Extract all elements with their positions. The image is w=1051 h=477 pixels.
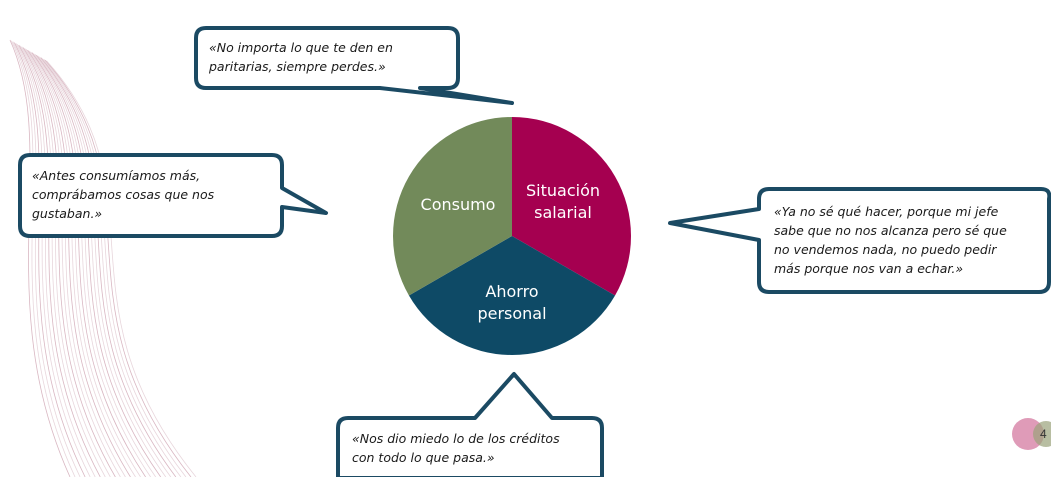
wave-line	[37, 55, 167, 477]
callout-left-text: «Antes consumíamos más, comprábamos cosa…	[32, 166, 214, 223]
wave-line	[17, 44, 96, 477]
wave-line	[40, 57, 177, 477]
wave-line	[22, 47, 116, 477]
wave-line	[28, 50, 136, 477]
decorative-circle-olive	[1033, 421, 1051, 447]
callout-left-line: comprábamos cosas que nos	[32, 187, 215, 202]
wave-line	[46, 60, 197, 477]
wave-line	[43, 59, 187, 477]
wave-line	[42, 58, 182, 477]
callout-top-line: paritarias, siempre perdes.»	[209, 59, 386, 74]
pie-slice-label: Consumo	[421, 195, 496, 214]
callout-top-bubble	[194, 26, 514, 105]
pie-slice-label: Situación	[526, 181, 600, 200]
callout-bottom-line: con todo lo que pasa.»	[352, 450, 495, 465]
page-number: 4	[1040, 427, 1047, 441]
pie-slice-label: personal	[477, 304, 546, 323]
wave-line	[21, 46, 111, 477]
pie-slice	[392, 117, 512, 296]
wave-line	[30, 51, 141, 477]
callout-bottom-bubble	[336, 372, 604, 477]
wave-line	[44, 59, 192, 477]
callout-right-line: sabe que no nos alcanza pero sé que	[774, 223, 1007, 238]
pie-slice	[512, 117, 631, 296]
wave-line	[34, 54, 157, 477]
pie-slice-label: salarial	[534, 203, 592, 222]
decorative-wave-lines	[9, 39, 197, 477]
callout-top-text: «No importa lo que te den en paritarias,…	[209, 38, 393, 76]
wave-line	[25, 49, 126, 477]
callout-right-line: «Ya no sé qué hacer, porque mi jefe	[774, 204, 999, 219]
pie-slice-label: Ahorro	[485, 282, 538, 301]
callout-right-text: «Ya no sé qué hacer, porque mi jefe sabe…	[774, 202, 1007, 278]
callout-left-bubble	[18, 153, 328, 238]
callout-right-bubble	[668, 187, 1051, 294]
callout-bottom-text: «Nos dio miedo lo de los créditos con to…	[352, 429, 560, 467]
callout-left-line: «Antes consumíamos más,	[32, 168, 201, 183]
callout-right-line: no vendemos nada, no puedo pedir	[774, 242, 997, 257]
wave-line	[33, 53, 151, 477]
wave-line	[27, 49, 131, 477]
wave-line	[36, 54, 162, 477]
wave-line	[31, 52, 146, 477]
wave-line	[19, 45, 106, 477]
callout-right-line: más porque nos van a echar.»	[774, 261, 964, 276]
wave-line	[39, 56, 172, 477]
wave-line	[14, 42, 86, 477]
callout-bottom-line: «Nos dio miedo lo de los créditos	[352, 431, 560, 446]
callout-left-line: gustaban.»	[32, 206, 103, 221]
pie-slice	[408, 236, 616, 356]
callout-top-line: «No importa lo que te den en	[209, 40, 393, 55]
wave-line	[24, 48, 121, 477]
